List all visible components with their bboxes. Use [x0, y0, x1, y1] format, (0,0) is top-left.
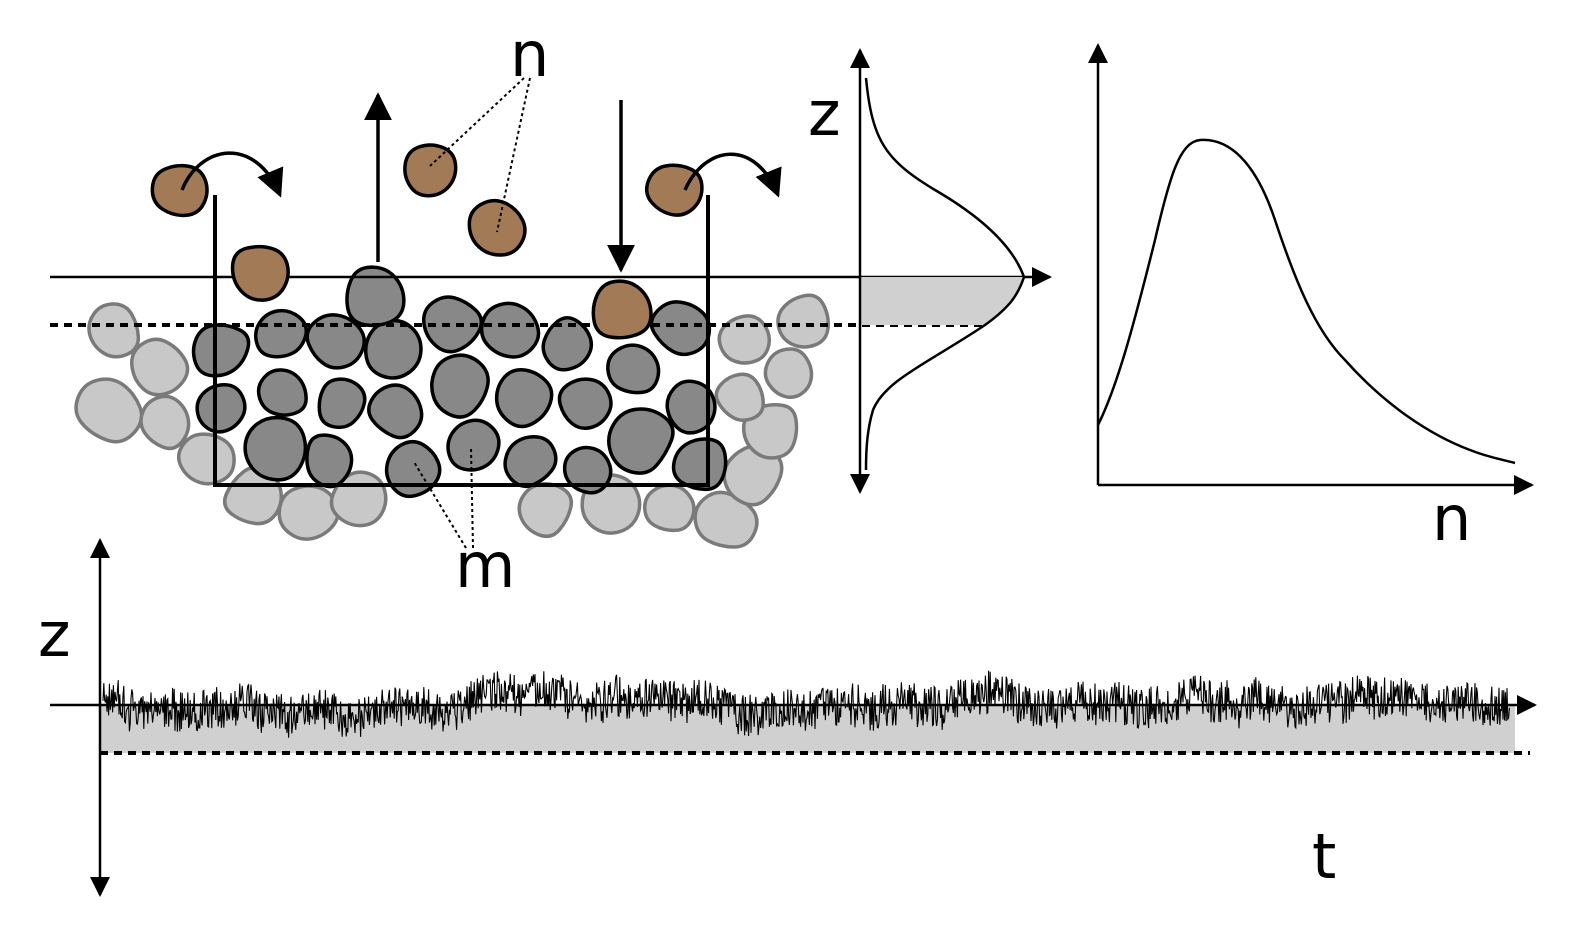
dark-grey-grain-icon [317, 377, 367, 430]
dark-grey-grain-icon [446, 418, 501, 472]
dark-grey-grain-icon [607, 407, 675, 475]
label-t-axis: t [1312, 820, 1336, 893]
brown-grain-icon [230, 244, 290, 302]
n-distribution-curve [1096, 138, 1516, 465]
dark-grey-grain-icon [562, 445, 613, 495]
dark-grey-grain-icon [665, 379, 717, 435]
m-leader-lines [413, 447, 474, 549]
light-grey-grain-icon [642, 483, 696, 533]
label-n-axis: n [1432, 482, 1471, 555]
bed-elevation-time-series: z t [38, 538, 1537, 897]
dark-grey-grain-icon [541, 316, 594, 372]
label-z-profile: z [808, 77, 841, 150]
bed-elevation-pdf-curve [864, 77, 1026, 471]
control-volume-box [213, 195, 710, 487]
dark-grey-grain-icon [367, 383, 424, 440]
brown-grain-icon [403, 143, 458, 198]
light-grey-grain-icon [74, 377, 144, 444]
light-grey-grain-icon [763, 347, 814, 400]
dark-grey-grain-icon [305, 433, 354, 489]
light-grey-grain-icon [277, 484, 340, 541]
brown-grain-icon [644, 163, 704, 217]
dark-grey-grain-icon [253, 308, 309, 359]
dark-grey-grain-icon [191, 323, 251, 378]
dark-grey-grain-icon [364, 318, 423, 380]
label-z-series: z [38, 598, 71, 671]
brown-grain-icon [591, 279, 653, 340]
label-m-bed: m [455, 529, 515, 602]
time-series-signal [102, 670, 1510, 738]
light-grey-grain-icon [87, 302, 141, 359]
light-grey-grain-icon [517, 482, 574, 539]
dark-grey-grain-icon [243, 415, 308, 482]
light-grey-grain-icon [139, 394, 191, 451]
dark-grey-grain-icon [384, 439, 442, 499]
dark-grey-grain-icon [606, 343, 661, 395]
dark-grey-grain-icon [671, 437, 728, 492]
dark-grey-grain-icon [494, 368, 554, 429]
dark-grey-grain-icon [649, 300, 712, 357]
dark-grey-grain-icon [195, 382, 247, 434]
label-n-mobile: n [510, 18, 549, 91]
dark-grey-grain-icon [305, 313, 366, 370]
dark-grey-grain-icon [421, 295, 484, 354]
bed-elevation-distribution: z [808, 48, 1026, 494]
pdf-shaded-area [860, 277, 1024, 325]
left-hop-arrow [180, 151, 284, 198]
light-grey-grain-icon [714, 372, 765, 422]
light-grey-grain-icon [776, 293, 830, 349]
right-hop-arrow [683, 152, 782, 198]
dark-grey-grain-icon [256, 368, 308, 417]
light-grey-grain-icon [176, 432, 236, 486]
light-grey-grain-icon [722, 443, 784, 507]
dark-grey-grain-icon [503, 435, 558, 489]
n-distribution-plot: n [1088, 43, 1534, 555]
light-grey-grain-icon [717, 314, 772, 365]
dark-grey-grain-icon [557, 377, 613, 430]
n-leader-lines [429, 77, 531, 233]
dark-grey-grain-icon [430, 353, 490, 419]
light-grey-grain-icon [130, 337, 190, 397]
brown-grain-icon [467, 198, 527, 257]
light-grey-grain-icon [222, 465, 284, 526]
dark-grey-grain-icon [479, 301, 541, 359]
mobile-grains [150, 143, 704, 340]
brown-grain-icon [150, 163, 209, 218]
